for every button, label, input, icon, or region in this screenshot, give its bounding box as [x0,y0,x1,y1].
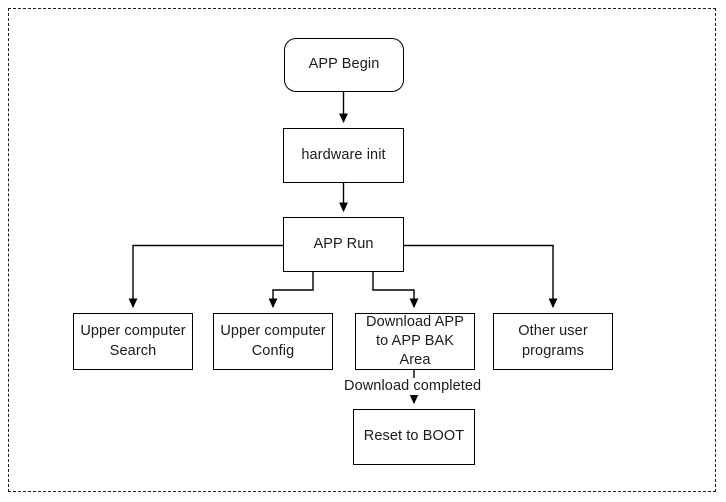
node-upper-computer-search-label: Upper computer Search [80,323,186,359]
node-upper-computer-config-label: Upper computer Config [220,323,326,359]
node-upper-computer-config[interactable]: Upper computer Config [213,313,333,370]
node-download-app-to-bak-area-label: Download APP to APP BAK Area [366,313,464,369]
edge-label-download-completed: Download completed [342,378,484,396]
edge-app-run-to-download-app [372,272,419,309]
edge-app-run-to-other-programs [404,244,558,309]
node-reset-to-boot-label: Reset to BOOT [363,428,465,445]
node-hardware-init[interactable]: hardware init [283,128,404,183]
node-reset-to-boot[interactable]: Reset to BOOT [353,409,475,465]
node-other-user-programs-label: Other user programs [518,323,588,359]
node-app-run-label: APP Run [313,235,374,252]
node-app-begin-label: APP Begin [308,56,380,73]
node-app-begin[interactable]: APP Begin [284,38,404,92]
node-hardware-init-label: hardware init [301,146,386,163]
node-app-run[interactable]: APP Run [283,217,404,272]
diagram-dashed-border [8,8,716,492]
node-other-user-programs[interactable]: Other user programs [493,313,613,370]
node-download-app-to-bak-area[interactable]: Download APP to APP BAK Area [355,313,475,370]
node-upper-computer-search[interactable]: Upper computer Search [73,313,193,370]
edge-app-run-to-upper-config [268,272,314,309]
edge-app-run-to-upper-search [128,244,283,309]
